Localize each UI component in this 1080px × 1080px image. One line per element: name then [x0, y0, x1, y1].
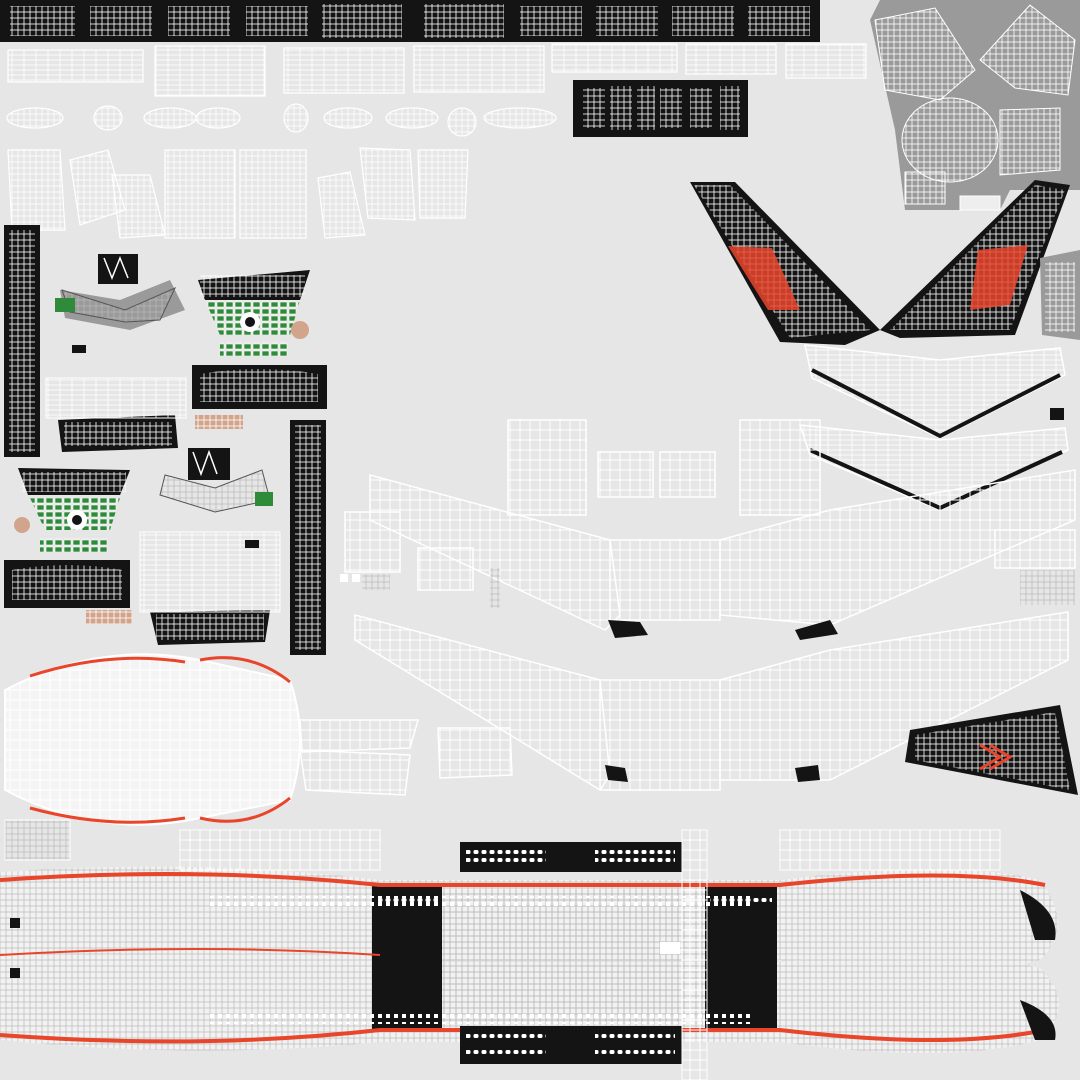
uv-fuselage-top-view	[4, 653, 301, 861]
uv-wing-upper	[344, 419, 1076, 631]
uv-wing-lower	[299, 611, 1069, 796]
uv-wing-engine-pylons-lower	[605, 765, 820, 782]
uv-detail-block-black	[573, 80, 748, 137]
uv-top-panel-strip	[0, 0, 820, 42]
uv-flap-strips	[7, 43, 867, 97]
uv-cockpit-panel-set-2	[4, 448, 281, 645]
uv-fuselage-side-bands	[0, 866, 1059, 1054]
uv-cockpit-panel-set-1	[45, 254, 327, 452]
uv-window-strip-blocks	[460, 842, 682, 1064]
uv-flap-black-red-marking	[905, 705, 1078, 795]
uv-nacelle-grey-panel	[870, 0, 1080, 211]
uv-tail-fins-black	[690, 180, 1080, 345]
uv-fuselage-overlay-grid	[179, 829, 1001, 1080]
uv-small-parts-cluster	[6, 103, 557, 239]
uv-small-rivets	[340, 568, 1075, 608]
uv-wing-engine-pylons-upper	[608, 620, 838, 640]
uv-seat-strip-left	[4, 225, 326, 655]
